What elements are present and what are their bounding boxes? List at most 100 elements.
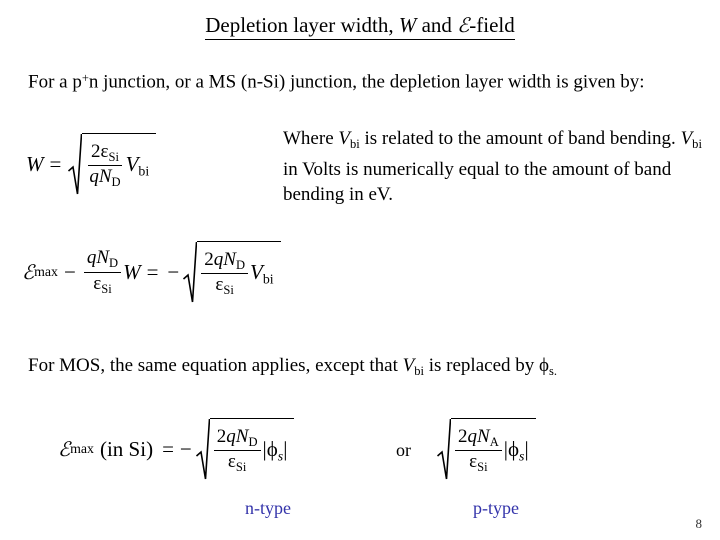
radical-sign-icon	[437, 418, 451, 480]
formula-emax-radicand: 2qND εSi Vbi	[197, 241, 281, 303]
formula-w-equals: =	[49, 151, 62, 176]
formula-w-den-n: N	[98, 166, 112, 187]
formula-w-v-sub: bi	[138, 163, 150, 179]
mos-note-paragraph: For MOS, the same equation applies, exce…	[28, 353, 698, 384]
formula-emax-rad-v: V	[250, 259, 263, 284]
formula-ptype-sqrt: 2qNA εSi |ϕs|	[437, 418, 536, 480]
where-seg2: is related to the amount of band bending…	[359, 128, 681, 149]
formula-emax-si-coef: 2	[216, 425, 227, 447]
formula-emax-rad-numerator: 2qND	[201, 248, 249, 274]
formula-emax-rad-n: N	[223, 248, 236, 270]
formula-emax-si-epsilon: ε	[227, 451, 236, 472]
title-tail: -field	[469, 13, 515, 37]
title-lead: Depletion layer width,	[205, 13, 399, 37]
label-p-type: p-type	[473, 498, 519, 518]
where-note-paragraph: Where Vbi is related to the amount of ba…	[283, 126, 703, 207]
formula-emax-w: W	[123, 259, 141, 284]
formula-emax-equals: =	[146, 259, 159, 284]
formula-emax-den-epsilon: ε	[93, 272, 102, 294]
formula-ptype-epsilon: ε	[469, 451, 478, 472]
formula-emax-si-paren: (in Si)	[99, 436, 154, 461]
formula-w-sqrt: 2εSi qND Vbi	[68, 133, 157, 195]
mos-seg2: is replaced by	[424, 355, 540, 376]
formula-emax-rad-epsilon-sub: Si	[223, 283, 234, 297]
formula-emax-sqrt: 2qND εSi Vbi	[183, 241, 281, 303]
formula-w-num-epsilon: ε	[100, 140, 109, 162]
formula-ptype-n-sub: A	[489, 434, 499, 449]
mos-var2-sub: s.	[549, 364, 558, 378]
formula-emax-denominator: εSi	[90, 273, 114, 296]
mos-var2: ϕ	[539, 355, 550, 376]
formula-ptype-n: N	[477, 425, 490, 447]
formula-emax-rad-epsilon: ε	[215, 274, 224, 295]
formula-w-v: V	[125, 151, 139, 176]
formula-w-radicand: 2εSi qND Vbi	[82, 133, 157, 195]
page-title-text: Depletion layer width, W and ℰ-field	[205, 12, 515, 40]
formula-emax-si-fraction: 2qND εSi	[213, 425, 261, 474]
formula-emax-num-n: N	[96, 247, 110, 269]
formula-w-den-q: q	[89, 166, 99, 187]
formula-emax-rad-coef: 2	[204, 248, 214, 270]
formula-emax-si-q: q	[226, 425, 236, 447]
title-w-symbol: W	[398, 13, 417, 37]
where-seg1: Where	[283, 128, 339, 149]
mos-seg1: For MOS, the same equation applies, exce…	[28, 355, 403, 376]
where-var2: V	[680, 128, 693, 149]
formula-ptype-bar-close: |	[524, 436, 529, 461]
formula-emax-si-numerator: 2qND	[213, 425, 261, 451]
formula-ptype-coef: 2	[458, 425, 468, 447]
formula-ptype-epsilon-sub: Si	[477, 460, 488, 474]
formula-emax-si-phi: ϕ	[266, 436, 278, 461]
formula-emax-rad-n-sub: D	[235, 257, 246, 272]
formula-ptype-radicand: 2qNA εSi |ϕs|	[451, 418, 536, 480]
formula-emax-fraction: qND εSi	[83, 247, 122, 296]
formula-emax-si-minus: −	[179, 436, 192, 461]
formula-ptype-numerator: 2qNA	[455, 425, 502, 451]
page-number: 8	[695, 516, 703, 531]
formula-emax-symbol-sub: max	[34, 264, 58, 279]
formula-w-vbi: Vbi	[126, 152, 150, 179]
formula-emax-si-equals: =	[162, 436, 174, 461]
intro-line2: is given by:	[555, 71, 645, 93]
formula-emax-si-symbol-sub: max	[70, 441, 94, 456]
formula-emax-num-q: q	[86, 247, 97, 269]
formula-w-den-n-sub: D	[111, 175, 121, 189]
formula-emax-rad-denominator: εSi	[212, 274, 236, 297]
formula-ptype-q: q	[467, 425, 478, 447]
formula-emax-rad-vbi: Vbi	[250, 260, 274, 287]
formula-w-num-coef: 2	[91, 140, 101, 162]
formula-w-fraction: 2εSi qND	[86, 140, 123, 189]
formula-emax-si-phi-sub: s	[277, 448, 284, 464]
formula-ptype-phi: ϕ	[507, 436, 520, 461]
where-seg3: in Volts is numerically equal to the amo…	[283, 159, 672, 205]
formula-emax-rad-v-sub: bi	[262, 271, 274, 287]
formula-emax-minus2: −	[167, 259, 180, 284]
formula-ptype-fraction: 2qNA εSi	[455, 425, 502, 474]
label-n-type: n-type	[245, 498, 291, 518]
where-var1: V	[338, 128, 350, 149]
formula-emax-num-n-sub: D	[109, 256, 119, 271]
formula-emax-si-epsilon-sub: Si	[235, 460, 247, 474]
radical-sign-icon	[183, 241, 198, 303]
formula-emax-si-denominator: εSi	[225, 451, 249, 474]
intro-paragraph: For a p+n junction, or a MS (n-Si) junct…	[28, 66, 688, 95]
formula-emax-minus1: −	[63, 259, 76, 284]
formula-ptype: 2qNA εSi |ϕs|	[436, 418, 537, 480]
radical-sign-icon	[68, 133, 83, 195]
formula-emax-symbol: ℰ	[22, 260, 35, 284]
formula-emax-si-sqrt: 2qND εSi |ϕs|	[195, 418, 295, 480]
formula-emax-si-symbol: ℰ	[58, 437, 71, 461]
formula-ptype-phi-sub: s	[519, 448, 525, 464]
mos-var1: V	[402, 355, 415, 376]
formula-emax-si-bar-open: |	[262, 436, 267, 461]
title-e-symbol: ℰ	[457, 13, 470, 37]
where-var1-sub: bi	[350, 137, 360, 151]
title-mid: and	[416, 13, 458, 37]
intro-superscript-plus: +	[81, 71, 89, 85]
radical-sign-icon	[195, 418, 210, 480]
page-title: Depletion layer width, W and ℰ-field	[0, 12, 720, 40]
formula-ptype-bar-open: |	[503, 436, 508, 461]
formula-conjunction-or: or	[396, 440, 411, 460]
